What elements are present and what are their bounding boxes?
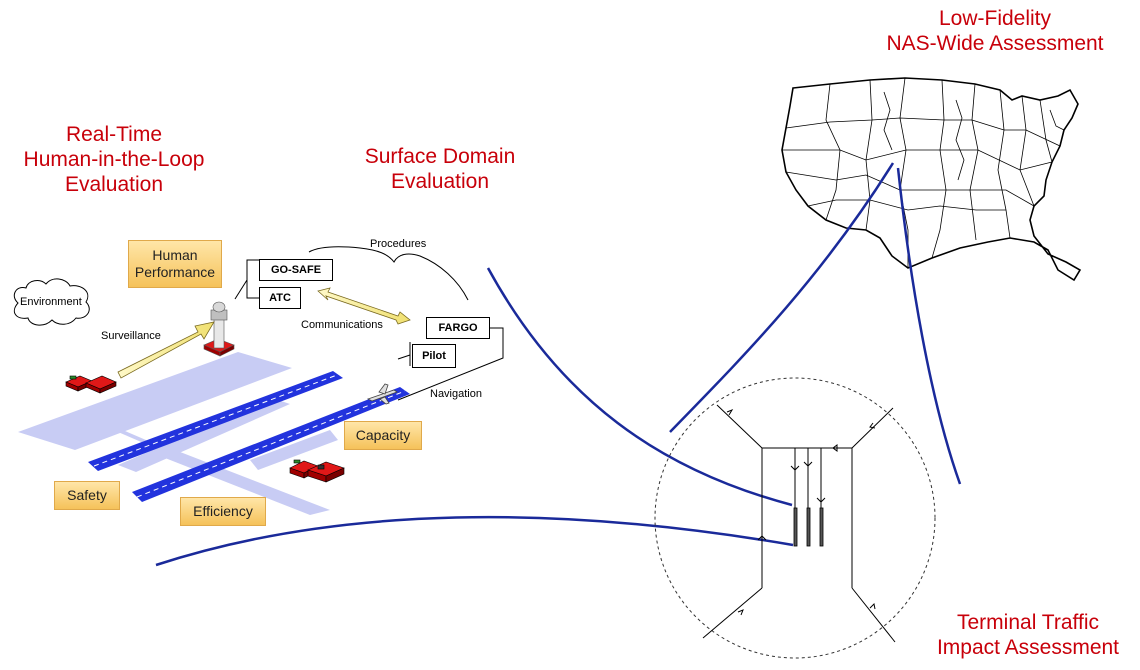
connector-nas-right <box>896 167 962 485</box>
efficiency-label: Efficiency <box>193 503 253 519</box>
procedures-label: Procedures <box>370 238 427 250</box>
navigation-label: Navigation <box>430 388 482 400</box>
surveillance-arrow <box>117 321 215 379</box>
go-safe-box: GO-SAFE <box>259 259 333 281</box>
fargo-box: FARGO <box>426 317 490 339</box>
human-performance-line1: Human <box>152 247 198 263</box>
environment-cloud-icon <box>13 278 90 326</box>
title-real-time-evaluation: Real-Time Human-in-the-Loop Evaluation <box>2 122 226 197</box>
airport-surface <box>18 352 410 515</box>
us-map-outline <box>781 77 1082 282</box>
aircraft-icon <box>366 383 398 405</box>
connector-nas-left <box>669 162 895 433</box>
human-performance-line2: Performance <box>134 264 216 280</box>
us-map <box>781 77 1082 282</box>
human-performance-box: Human Performance <box>128 240 222 288</box>
capacity-label: Capacity <box>355 427 411 443</box>
communications-arrow <box>317 287 411 325</box>
atc-label: ATC <box>269 292 291 304</box>
title-terminal-traffic-assessment: Terminal Traffic Impact Assessment <box>922 610 1134 660</box>
communications-label: Communications <box>301 319 383 331</box>
title-rt-line1: Real-Time <box>65 123 163 146</box>
surveillance-label: Surveillance <box>101 330 161 342</box>
title-rt-line2: Human-in-the-Loop <box>23 148 205 171</box>
capacity-box: Capacity <box>344 421 422 450</box>
connector-surface-lower <box>155 515 794 567</box>
control-tower-icon <box>203 301 235 357</box>
terminal-diagram <box>654 377 936 659</box>
atc-box: ATC <box>259 287 301 309</box>
safety-box: Safety <box>54 481 120 510</box>
title-tt-line1: Terminal Traffic <box>957 611 1099 634</box>
go-safe-label: GO-SAFE <box>270 264 322 276</box>
title-nas-line1: Low-Fidelity <box>938 7 1052 30</box>
taxiway-2 <box>118 398 290 472</box>
apron <box>18 352 292 450</box>
title-sd-line2: Evaluation <box>390 170 490 193</box>
pilot-label: Pilot <box>422 350 446 362</box>
title-tt-line2: Impact Assessment <box>936 636 1120 659</box>
connector-surface-upper <box>486 267 793 507</box>
pilot-box: Pilot <box>412 344 456 368</box>
title-rt-line3: Evaluation <box>64 173 164 196</box>
ground-vehicles <box>65 375 345 483</box>
title-nas-assessment: Low-Fidelity NAS-Wide Assessment <box>880 6 1110 56</box>
runway-2 <box>132 387 410 502</box>
terminal-boundary-circle <box>654 377 936 659</box>
efficiency-box: Efficiency <box>180 497 266 526</box>
title-nas-line2: NAS-Wide Assessment <box>886 32 1104 55</box>
taxiway-4 <box>250 430 338 470</box>
environment-label: Environment <box>20 296 82 308</box>
procedures-brace <box>308 246 469 301</box>
title-surface-domain-evaluation: Surface Domain Evaluation <box>340 144 540 194</box>
us-map-state-lines <box>782 77 1065 268</box>
fargo-label: FARGO <box>438 322 478 334</box>
title-sd-line1: Surface Domain <box>364 145 516 168</box>
safety-label: Safety <box>67 487 107 503</box>
connector-lines <box>155 162 962 567</box>
